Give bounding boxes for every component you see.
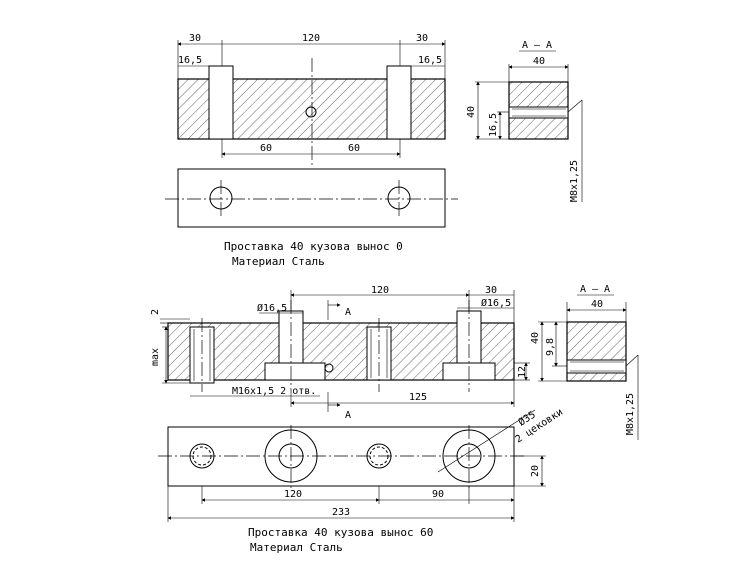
section1-width: 40: [533, 56, 545, 67]
cut-a-top: А: [345, 307, 351, 318]
dim2-thread-m16: М16х1,5 2 отв.: [232, 386, 316, 397]
section1-thread-label: М8х1,25: [569, 160, 580, 202]
dim-bot60b: 60: [348, 143, 360, 154]
section2-width: 40: [591, 299, 603, 310]
section1-label: А – А: [522, 40, 552, 51]
drawing2-caption-material: Материал Сталь: [250, 541, 343, 554]
dim2-top30: 30: [485, 285, 497, 296]
drawing1-section: А – А 40 40 16,5 М8х1,25: [466, 40, 583, 202]
dim2-12: 12: [517, 366, 528, 378]
dim2-233: 233: [332, 507, 350, 518]
dim-top120: 120: [302, 33, 320, 44]
section2-label: А – А: [580, 284, 610, 295]
drawing2-front-view: 2 Ø16,5 120 30 Ø16,5 А А max М16х1,5 2 о…: [150, 285, 530, 421]
dim-bot60a: 60: [260, 143, 272, 154]
dim2-20: 20: [530, 465, 541, 477]
drawing1-top-view: [165, 168, 458, 228]
dim2-dia-right: Ø16,5: [481, 297, 511, 309]
dim2-125: 125: [409, 392, 427, 403]
cut-a-bot: А: [345, 410, 351, 421]
dim2-top2: 2: [150, 309, 161, 315]
dim-right30: 30: [416, 33, 428, 44]
slot-right: [386, 65, 412, 140]
stud-top-right: [366, 443, 392, 469]
dim2-max: max: [150, 348, 161, 366]
small-hole: [324, 363, 334, 373]
section1-offset: 16,5: [488, 113, 499, 137]
dim-right16_5: 16,5: [418, 55, 442, 66]
section2-height: 40: [530, 332, 541, 344]
dim-left16_5: 16,5: [178, 55, 202, 66]
cbore-left: [264, 362, 326, 381]
drawing2-caption-title: Проставка 40 кузова вынос 60: [248, 526, 433, 539]
top-body: [177, 168, 446, 228]
drawing2-section: А – А 40 40 9,8 М8х1,25: [530, 284, 639, 440]
stud-top-left: [189, 443, 215, 469]
top2-body: [167, 426, 515, 487]
drawing2-top-view: Ø35 2 цековки 120 90 233 20: [158, 407, 565, 522]
dim2-top120: 120: [371, 285, 389, 296]
drawing1-caption-material: Материал Сталь: [232, 255, 325, 268]
dim2-120: 120: [284, 489, 302, 500]
section2-thread: [566, 359, 627, 374]
dim2-90: 90: [432, 489, 444, 500]
drawing1-front-view: 30 120 30 16,5 16,5 60 60: [177, 33, 446, 165]
dim2-dia-left: Ø16,5: [257, 302, 287, 314]
center-hole: [305, 106, 317, 118]
section2-thread-label: М8х1,25: [625, 393, 636, 435]
section1-thread: [508, 106, 569, 119]
slot-left: [208, 65, 234, 140]
drawing1-caption-title: Проставка 40 кузова вынос 0: [224, 240, 403, 253]
section2-offset: 9,8: [545, 338, 556, 356]
section1-height: 40: [466, 106, 477, 118]
dim-left30: 30: [189, 33, 201, 44]
